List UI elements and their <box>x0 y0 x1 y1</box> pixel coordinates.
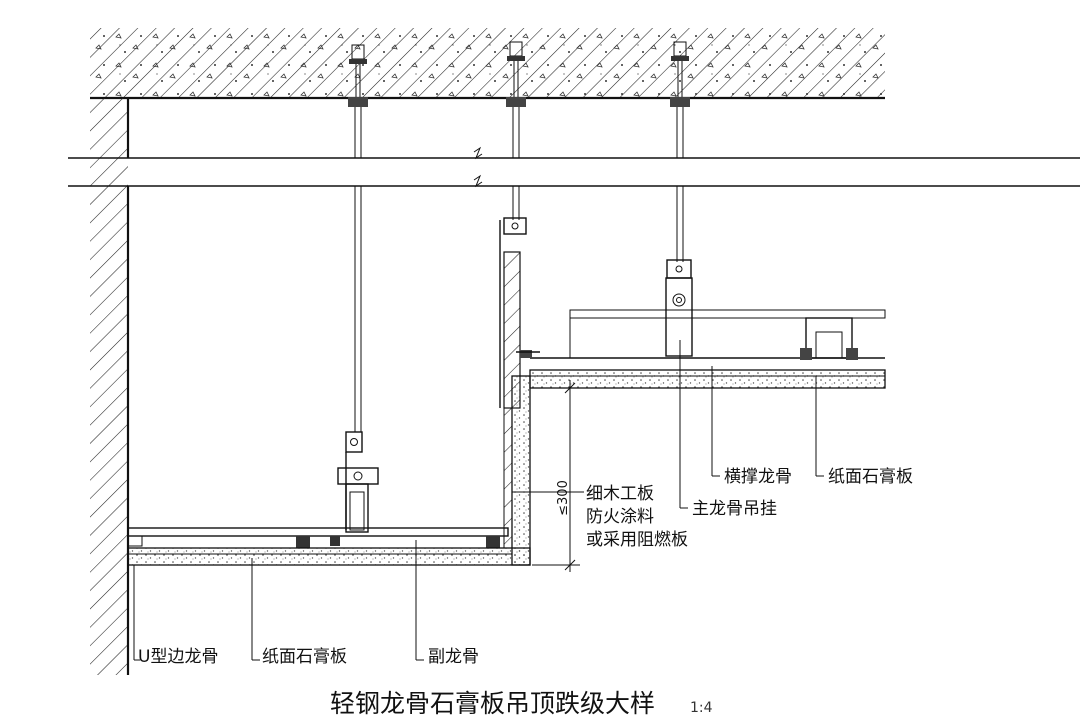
gypsum-board-upper <box>529 369 886 389</box>
label-secondary-keel: 副龙骨 <box>428 647 479 667</box>
label-wood-board-1: 细木工板 <box>586 484 654 504</box>
middle-hanger-assembly <box>499 217 527 408</box>
hanger-rods <box>354 186 684 432</box>
height-dimension: ≤300 <box>532 380 580 572</box>
right-hanger-assembly <box>665 259 693 357</box>
gypsum-board-lower <box>127 547 531 566</box>
left-hanger-assembly <box>337 431 379 533</box>
main-beam <box>68 146 1080 188</box>
upper-keel <box>530 309 886 360</box>
label-main-keel-hanger: 主龙骨吊挂 <box>692 499 777 519</box>
concrete-slab <box>90 28 885 100</box>
label-gypsum-board-right: 纸面石膏板 <box>828 466 913 487</box>
label-wood-board-3: 或采用阻燃板 <box>586 530 688 550</box>
dimension-text: ≤300 <box>556 480 571 516</box>
wood-board <box>503 251 540 409</box>
label-wood-board-2: 防火涂料 <box>586 507 654 527</box>
anchor-bolts <box>348 41 690 158</box>
label-gypsum-board-bottom: 纸面石膏板 <box>262 646 347 667</box>
drawing-scale: 1:4 <box>690 700 713 715</box>
label-cross-keel: 横撑龙骨 <box>724 467 792 487</box>
left-wall <box>90 98 130 675</box>
drawing-title: 轻钢龙骨石膏板吊顶跌级大样 <box>330 689 655 715</box>
label-u-edge-keel: U型边龙骨 <box>138 647 218 667</box>
lower-keel <box>127 527 509 548</box>
leader-lines <box>133 340 824 661</box>
